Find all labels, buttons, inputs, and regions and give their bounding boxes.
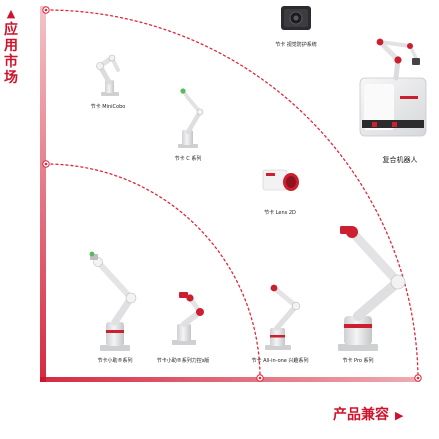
x-axis-bar xyxy=(40,377,420,382)
minicobo-caption: 节卡 MiniCobo xyxy=(90,104,126,110)
zu-series-caption: 节卡小助®系列 xyxy=(97,358,133,364)
lens-2d-image xyxy=(262,169,299,191)
minicobo-robot-image xyxy=(96,54,120,96)
all-in-one-robot-image xyxy=(265,284,301,350)
composite-robot-caption: 复合机器人 xyxy=(382,156,418,164)
outer-arc xyxy=(45,9,419,379)
inner-arc xyxy=(45,163,261,379)
vision-kit-caption: 节卡 视觉防护系统 xyxy=(275,42,317,48)
arc-marker xyxy=(256,374,264,382)
arc-marker xyxy=(414,374,422,382)
right-arrow-icon: ▶ xyxy=(395,409,404,422)
all-in-one-caption: 节卡 All-in-one 兴趣系列 xyxy=(251,358,309,364)
x-axis-label: 产品兼容 ▶ xyxy=(333,404,403,424)
x-axis-title: 产品兼容 xyxy=(333,407,389,423)
c-series-robot-image xyxy=(178,88,204,148)
vision-kit-image xyxy=(281,6,311,30)
pro-series-caption: 节卡 Pro 系列 xyxy=(342,358,374,364)
y-axis-title: 应用市场 xyxy=(4,22,18,86)
arc-marker xyxy=(42,160,50,168)
lens-2d-caption: 节卡 Lens 2D xyxy=(264,210,296,216)
composite-robot-image xyxy=(359,38,427,137)
up-arrow-icon: ▲ xyxy=(6,7,16,20)
zu-force-caption: 节卡小助®系列力控s版 xyxy=(156,358,210,364)
zu-force-robot-image xyxy=(172,292,204,345)
zu-series-robot-image xyxy=(89,251,137,351)
y-axis-bar xyxy=(40,6,46,382)
arc-marker xyxy=(42,6,50,14)
pro-series-robot-image xyxy=(338,226,406,351)
c-series-caption: 节卡 C 系列 xyxy=(174,156,202,162)
y-axis-label: ▲ 应用市场 xyxy=(4,7,18,87)
